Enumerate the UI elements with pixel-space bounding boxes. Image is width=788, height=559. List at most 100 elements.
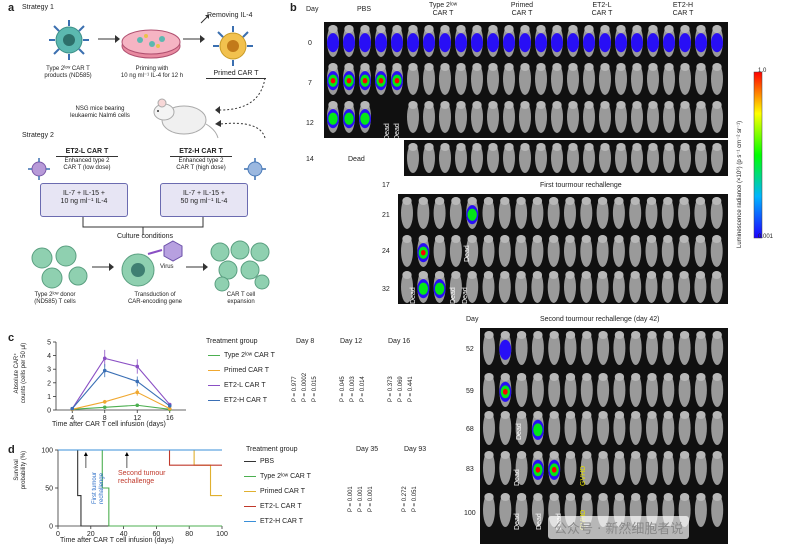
data-point <box>167 406 172 411</box>
legend-swatch <box>208 354 220 356</box>
mouse-head <box>598 331 608 339</box>
mouse-head <box>646 235 657 243</box>
mouse-head <box>565 197 575 205</box>
mouse-body <box>483 411 495 445</box>
mouse-body <box>407 101 419 133</box>
mouse-image <box>466 197 479 229</box>
mouse-image <box>564 197 576 229</box>
mouse-body <box>515 373 528 407</box>
mouse-body <box>498 271 511 303</box>
mouse-head <box>663 411 673 419</box>
signal-low <box>615 33 627 53</box>
mouse-body <box>564 197 576 229</box>
day-label: 14 <box>306 156 314 163</box>
arrow-icon <box>200 15 209 24</box>
mouse-image <box>663 143 675 173</box>
mouse-image <box>694 493 707 527</box>
mouse-image <box>678 235 691 267</box>
mouse-body <box>515 493 528 527</box>
mouse-image <box>678 411 691 445</box>
mouse-body <box>647 63 659 95</box>
arrow-icon <box>92 263 114 271</box>
mouse-head <box>516 451 527 459</box>
mouse-body <box>567 63 579 95</box>
mouse-icon <box>153 98 219 139</box>
mouse-body <box>580 451 593 485</box>
mouse-body <box>564 331 577 365</box>
mouse-image <box>531 373 544 407</box>
signal-low <box>551 33 563 53</box>
dead-label: Dead <box>462 287 469 304</box>
mouse-head <box>532 197 543 205</box>
mouse-body <box>483 373 495 407</box>
mouse-head <box>598 493 608 501</box>
mouse-head <box>712 25 722 33</box>
signal-low <box>535 33 547 53</box>
mouse-head <box>568 143 578 151</box>
mouse-body <box>694 235 707 267</box>
mouse-body <box>482 271 495 303</box>
mouse-image <box>615 143 627 173</box>
mouse-head <box>484 451 494 459</box>
mouse-head <box>712 411 722 419</box>
mouse-body <box>535 143 547 173</box>
mouse-body <box>580 271 593 303</box>
arrow-icon <box>98 35 120 43</box>
mouse-body <box>679 101 691 133</box>
p-value: P = 0.001 <box>368 486 374 512</box>
donor-label: Type 2ˡᵒʷ donor (ND585) T cells <box>34 292 76 305</box>
mouse-head <box>467 271 477 279</box>
mouse-head <box>664 25 674 33</box>
y-tick-label: 0 <box>49 524 53 531</box>
mouse-image <box>599 101 611 133</box>
mouse-head <box>712 331 722 339</box>
mouse-body <box>694 331 707 365</box>
day-label: 32 <box>382 286 390 293</box>
mouse-head <box>648 63 658 71</box>
mouse-image <box>551 25 563 57</box>
mouse-image <box>449 235 462 267</box>
mouse-image <box>423 25 435 57</box>
mouse-head <box>631 493 641 501</box>
mouse-body <box>695 143 707 173</box>
legend-label: ET2-L CAR T <box>224 382 266 389</box>
mouse-head <box>360 101 370 109</box>
signal-mid <box>533 423 543 437</box>
mouse-body <box>531 373 544 407</box>
rechallenge-arrowhead <box>124 452 129 456</box>
mouse-head <box>696 143 706 151</box>
mouse-image <box>629 271 642 303</box>
mouse-body <box>613 331 626 365</box>
group-header-et2h: ET2-H CAR T <box>672 2 694 17</box>
day-label: 59 <box>466 388 474 395</box>
signal-mid <box>344 112 354 125</box>
legend-label: Primed CAR T <box>260 488 305 495</box>
mouse-image <box>515 271 528 303</box>
group-header-type2: Type 2ˡᵒʷ CAR T <box>428 2 458 17</box>
mouse-head <box>663 493 673 501</box>
mouse-head <box>516 411 527 419</box>
dead-label: Dead <box>410 287 417 304</box>
mouse-head <box>696 493 706 501</box>
mouse-image <box>455 101 467 133</box>
mouse-head <box>500 271 510 279</box>
mouse-image <box>482 271 495 303</box>
culture-conditions-label: Culture conditions <box>116 233 174 240</box>
mouse-image <box>567 143 579 173</box>
mouse-head <box>516 197 526 205</box>
first-rechallenge-label: First tourmour rechallenge <box>540 182 622 189</box>
panel-d-xlabel: Time after CAR T cell infusion (days) <box>60 537 174 544</box>
mouse-body <box>663 143 675 173</box>
mouse-image <box>547 235 560 267</box>
signal-high <box>330 77 336 84</box>
mouse-head <box>582 331 592 339</box>
mouse-body <box>433 235 446 267</box>
mouse-head <box>536 63 546 71</box>
panel-d-letter: d <box>8 444 15 456</box>
mouse-body <box>646 373 658 407</box>
mouse-head <box>467 197 477 205</box>
mouse-image <box>597 373 610 407</box>
colorbar-max: 1.0 <box>758 68 767 74</box>
mouse-head <box>679 271 689 279</box>
legend-swatch <box>244 475 256 477</box>
